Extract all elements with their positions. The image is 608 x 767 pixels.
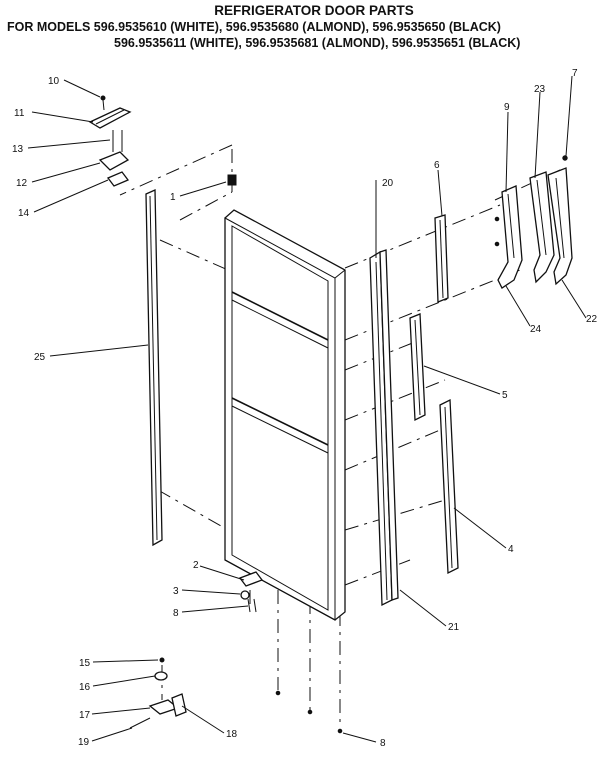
callout-labels: 10 11 13 12 14 1 25 2 3 8 15 16 17 19 18… bbox=[12, 68, 598, 749]
callout-2: 2 bbox=[193, 560, 199, 571]
callout-17: 17 bbox=[79, 710, 91, 721]
trim-piece-5 bbox=[409, 313, 426, 422]
callout-15: 15 bbox=[79, 658, 91, 669]
trim-piece-6 bbox=[434, 214, 449, 303]
title-block: REFRIGERATOR DOOR PARTS FOR MODELS 596.9… bbox=[0, 2, 608, 51]
callout-8-lower: 8 bbox=[380, 738, 386, 749]
callout-8-upper: 8 bbox=[173, 608, 179, 619]
callout-21: 21 bbox=[448, 622, 460, 633]
callout-1: 1 bbox=[170, 192, 176, 203]
callout-10: 10 bbox=[48, 76, 60, 87]
trim-strip-4 bbox=[439, 398, 459, 575]
models-line-2: 596.9535611 (WHITE), 596.9535681 (ALMOND… bbox=[114, 36, 521, 50]
models-line-1: FOR MODELS 596.9535610 (WHITE), 596.9535… bbox=[7, 20, 501, 34]
callout-7: 7 bbox=[572, 68, 578, 79]
callout-11: 11 bbox=[14, 108, 25, 119]
handle-assembly bbox=[494, 155, 573, 289]
callout-6: 6 bbox=[434, 160, 440, 171]
assembly-lines bbox=[119, 144, 561, 728]
diagram-title: REFRIGERATOR DOOR PARTS bbox=[214, 3, 414, 18]
callout-24: 24 bbox=[530, 324, 542, 335]
callout-20: 20 bbox=[382, 178, 394, 189]
callout-14: 14 bbox=[18, 208, 30, 219]
gasket-strip-25 bbox=[145, 189, 163, 547]
door-panel bbox=[224, 209, 346, 621]
callout-16: 16 bbox=[79, 682, 91, 693]
callout-23: 23 bbox=[534, 84, 546, 95]
callout-9: 9 bbox=[504, 102, 510, 113]
callout-18: 18 bbox=[226, 729, 238, 740]
bottom-hinge-assembly bbox=[238, 571, 343, 734]
door-channel-20 bbox=[369, 249, 399, 607]
callout-25: 25 bbox=[34, 352, 46, 363]
callout-5: 5 bbox=[502, 390, 508, 401]
callout-4: 4 bbox=[508, 544, 514, 555]
top-hinge-assembly bbox=[88, 95, 237, 187]
callout-22: 22 bbox=[586, 314, 598, 325]
lower-hinge-bracket bbox=[129, 657, 187, 729]
leader-lines bbox=[27, 75, 587, 743]
callout-19: 19 bbox=[78, 737, 90, 748]
callout-3: 3 bbox=[173, 586, 179, 597]
callout-12: 12 bbox=[16, 178, 28, 189]
callout-13: 13 bbox=[12, 144, 24, 155]
